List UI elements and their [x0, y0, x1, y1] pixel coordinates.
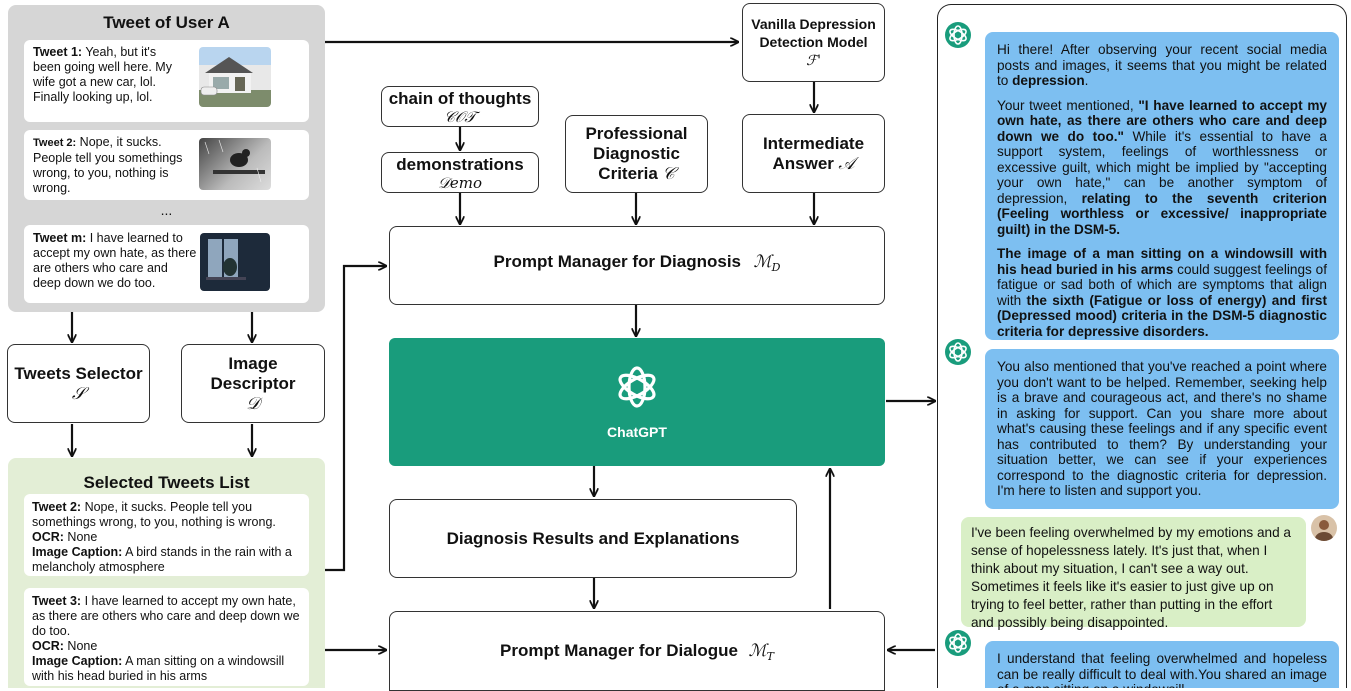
assistant-message-3: I understand that feeling overwhelmed an… — [985, 641, 1339, 688]
tweet-label: Tweet 2: — [33, 137, 77, 149]
caption-label: Image Caption: — [32, 654, 123, 668]
vanilla-symbol: ℱ' — [806, 52, 821, 69]
user-message: I've been feeling overwhelmed by my emot… — [961, 517, 1306, 630]
demo-symbol: 𝒟emo — [437, 173, 483, 192]
tweet-text: I have learned to accept my own hate, as… — [33, 231, 197, 290]
chain-of-thoughts-box: chain of thoughts 𝒞𝒪𝒯 — [381, 86, 539, 127]
assistant-message-1: Hi there! After observing your recent so… — [985, 32, 1339, 340]
tweet-label: Tweet 2: — [32, 500, 82, 514]
openai-logo-icon — [618, 366, 656, 408]
tweet-card-1: Tweet 1: Yeah, but it's been going well … — [24, 40, 309, 122]
tweets-ellipsis: ... — [160, 202, 173, 218]
chatgpt-avatar-icon — [945, 630, 971, 656]
tweet-text: Nope, it sucks. People tell you somethin… — [33, 135, 183, 195]
tweet-card-2: Tweet 2: Nope, it sucks. People tell you… — [24, 130, 309, 200]
tweet-card-m: Tweet m: I have learned to accept my own… — [24, 225, 309, 303]
intermediate-line1: Intermediate — [762, 133, 865, 153]
user-avatar-icon — [1311, 515, 1337, 541]
selected-panel-title: Selected Tweets List — [83, 473, 250, 492]
selected-tweet-card-2: Tweet 3: I have learned to accept my own… — [24, 588, 309, 686]
bird-in-rain-photo — [199, 138, 271, 190]
chatgpt-label: ChatGPT — [607, 424, 667, 440]
caption-label: Image Caption: — [32, 545, 123, 559]
intermediate-line2: Answer — [772, 153, 834, 173]
vanilla-line1: Vanilla Depression — [751, 15, 876, 32]
demo-title: demonstrations — [396, 154, 524, 174]
tweet-text: I have learned to accept my own hate, as… — [32, 594, 300, 638]
assistant-message-2: You also mentioned that you've reached a… — [985, 349, 1339, 509]
ocr-value: None — [63, 639, 98, 653]
pm-dialogue-symbol: ℳ — [748, 640, 767, 661]
user-tweets-panel: Tweet of User A Tweet 1: Yeah, but it's … — [8, 5, 325, 312]
tweet-label: Tweet 3: — [32, 594, 82, 608]
pm-diagnosis-symbol: ℳ — [753, 252, 772, 273]
selected-tweet-card-1: Tweet 2: Nope, it sucks. People tell you… — [24, 494, 309, 576]
prompt-manager-diagnosis-box: Prompt Manager for Diagnosis ℳD — [389, 226, 885, 305]
diagnosis-results-box: Diagnosis Results and Explanations — [389, 499, 797, 578]
man-on-windowsill-photo — [200, 233, 270, 291]
pm-diagnosis-subscript: D — [771, 261, 781, 275]
cot-symbol: 𝒞𝒪𝒯 — [444, 107, 476, 126]
caption-value: A man sitting on a windowsill with his h… — [32, 654, 285, 683]
tweet-text: Yeah, but it's been going well here. My … — [33, 45, 172, 104]
tweets-selector-title: Tweets Selector — [14, 363, 143, 383]
image-descriptor-title: Image Descriptor — [210, 353, 296, 393]
tweet-label: Tweet m: — [33, 231, 87, 245]
house-photo — [199, 47, 271, 107]
pm-diagnosis-title: Prompt Manager for Diagnosis — [493, 252, 741, 272]
criteria-line3: Criteria — [598, 164, 658, 183]
tweets-selector-box: Tweets Selector 𝒮 — [7, 344, 150, 423]
results-title: Diagnosis Results and Explanations — [446, 528, 740, 548]
prompt-manager-dialogue-box: Prompt Manager for Dialogue ℳT — [389, 611, 885, 691]
criteria-line1: Professional — [585, 124, 688, 143]
diagnostic-criteria-box: Professional Diagnostic Criteria 𝒞 — [565, 115, 708, 193]
intermediate-answer-box: Intermediate Answer 𝒜 — [742, 114, 885, 193]
ocr-label: OCR: — [32, 639, 64, 653]
selected-tweets-panel: Selected Tweets List Tweet 2: Nope, it s… — [8, 458, 325, 688]
selector-symbol: 𝒮 — [71, 383, 86, 404]
chatgpt-avatar-icon — [945, 339, 971, 365]
descriptor-symbol: 𝒟 — [246, 393, 260, 414]
pm-dialogue-title: Prompt Manager for Dialogue — [499, 640, 739, 660]
criteria-line2: Diagnostic — [593, 144, 680, 163]
tweet-text: Nope, it sucks. People tell you somethin… — [32, 500, 276, 529]
ocr-label: OCR: — [32, 530, 64, 544]
image-descriptor-box: Image Descriptor 𝒟 — [181, 344, 325, 423]
demonstrations-box: demonstrations 𝒟emo — [381, 152, 539, 193]
caption-value: A bird stands in the rain with a melanch… — [32, 545, 292, 574]
ocr-value: None — [63, 530, 98, 544]
vanilla-line2: Detection Model — [759, 33, 868, 50]
criteria-symbol: 𝒞 — [662, 164, 675, 184]
chat-panel: Hi there! After observing your recent so… — [937, 4, 1347, 688]
vanilla-model-box: Vanilla Depression Detection Model ℱ' — [742, 3, 885, 82]
chatgpt-box: ChatGPT — [389, 338, 885, 466]
cot-title: chain of thoughts — [388, 88, 532, 108]
pm-dialogue-subscript: T — [766, 650, 774, 664]
tweet-label: Tweet 1: — [33, 45, 83, 59]
intermediate-symbol: 𝒜 — [838, 153, 855, 174]
arrow-list-to-pm-diagnosis — [325, 266, 386, 572]
chatgpt-avatar-icon — [945, 22, 971, 48]
user-panel-title: Tweet of User A — [103, 13, 230, 32]
